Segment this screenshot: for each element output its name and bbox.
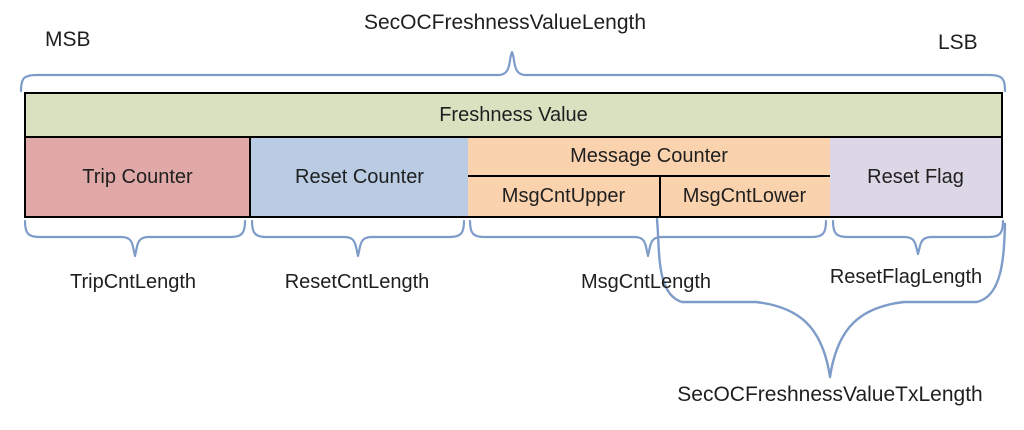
reset-counter-cell: Reset Counter: [249, 138, 468, 216]
msg-cnt-upper-cell: MsgCntUpper: [501, 185, 626, 207]
freshness-value-header-cell: Freshness Value: [26, 94, 1001, 138]
trip-cnt-brace: [23, 219, 247, 258]
tx-length-label: SecOCFreshnessValueTxLength: [677, 383, 983, 406]
reset-flag-cell: Reset Flag: [830, 138, 1001, 216]
reset-cnt-brace: [250, 219, 466, 258]
trip-cnt-length-label: TripCntLength: [70, 271, 196, 293]
message-counter-label-cell: Message Counter: [468, 138, 830, 177]
msg-cnt-lower-cell: MsgCntLower: [659, 177, 828, 216]
message-counter-subrow: MsgCntUpper MsgCntLower: [468, 177, 830, 216]
trip-counter-cell: Trip Counter: [26, 138, 249, 216]
lsb-label: LSB: [938, 31, 978, 54]
reset-cnt-length-label: ResetCntLength: [284, 271, 430, 293]
top-full-width-brace: [19, 50, 1007, 93]
msb-label: MSB: [45, 28, 91, 51]
tx-length-brace: [655, 217, 1007, 379]
freshness-value-table: Freshness Value Trip Counter Reset Count…: [24, 92, 1003, 218]
msg-cnt-length-label: MsgCntLength: [580, 271, 712, 293]
reset-flag-brace: [831, 219, 1005, 256]
message-counter-cell: Message Counter MsgCntUpper MsgCntLower: [468, 138, 830, 216]
reset-flag-length-label: ResetFlagLength: [829, 266, 983, 288]
field-row: Trip Counter Reset Counter Message Count…: [26, 138, 1001, 216]
freshness-value-length-label: SecOCFreshnessValueLength: [363, 11, 647, 34]
msg-cnt-brace: [468, 219, 828, 258]
